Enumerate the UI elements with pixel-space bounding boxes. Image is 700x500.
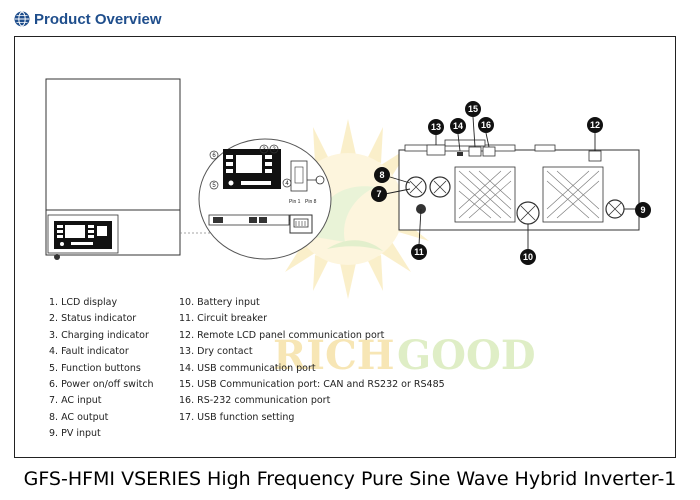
callout-9: 9	[640, 205, 645, 215]
watermark-text-good: GOOD	[397, 332, 536, 379]
legend-item: 16. RS-232 communication port	[179, 395, 331, 407]
inverter-front-view	[45, 78, 210, 260]
legend-item: 10. Battery input	[179, 297, 260, 308]
legend-item: 9. PV input	[49, 428, 101, 440]
legend-item: 11. Circuit breaker	[179, 313, 268, 325]
legend-item: 2. Status indicator	[49, 313, 137, 325]
legend-item: 5. Function buttons	[49, 362, 141, 374]
pin-label-8: Pin 8	[305, 199, 317, 205]
callout-8: 8	[379, 170, 384, 180]
legend-item: 15. USB Communication port: CAN and RS23…	[179, 378, 445, 390]
callout-15: 15	[468, 104, 478, 114]
callout-13: 13	[431, 122, 441, 132]
callout-11: 11	[414, 247, 424, 257]
callout-10: 10	[523, 252, 533, 262]
legend-item: 3. Charging indicator	[49, 329, 149, 341]
magnified-panel-bubble: Pin 1 Pin 8 6 3 2 4 5	[198, 138, 332, 260]
callout-6: 6	[212, 153, 216, 159]
legend-item: 4. Fault indicator	[49, 346, 129, 358]
callout-5: 5	[212, 183, 216, 189]
legend-item: 12. Remote LCD panel communication port	[179, 329, 385, 341]
legend-item: 8. AC output	[49, 411, 109, 423]
section-header: Product Overview	[14, 8, 162, 30]
callout-14: 14	[453, 121, 463, 131]
inverter-bottom-view	[384, 116, 640, 251]
inverter-diagram: RICH GOOD	[45, 78, 651, 379]
callout-2: 2	[272, 147, 276, 153]
legend-item: 14. USB communication port	[179, 362, 316, 374]
product-overview-figure: RICH GOOD	[14, 36, 676, 458]
product-caption: GFS-HFMI VSERIES High Frequency Pure Sin…	[23, 468, 677, 490]
callout-12: 12	[590, 120, 600, 130]
page-title: Product Overview	[34, 10, 162, 28]
pin-label-1: Pin 1	[289, 199, 301, 205]
callout-16: 16	[481, 120, 491, 130]
legend-item: 6. Power on/off switch	[49, 378, 154, 390]
legend-list-left: 1. LCD display 2. Status indicator 3. Ch…	[49, 295, 154, 443]
watermark-text-rich: RICH	[273, 332, 395, 379]
legend-list-right: 10. Battery input 11. Circuit breaker 12…	[179, 295, 445, 426]
main-callouts: 8 7 11 10 9 12 13 14 15 16	[371, 101, 651, 265]
legend-item: 7. AC input	[49, 395, 102, 407]
callout-4: 4	[285, 181, 289, 187]
legend-item: 13. Dry contact	[179, 346, 253, 358]
globe-icon	[14, 11, 30, 27]
callout-7: 7	[376, 189, 381, 199]
legend-item: 17. USB function setting	[179, 411, 295, 423]
legend-item: 1. LCD display	[49, 297, 118, 308]
callout-3: 3	[262, 147, 266, 153]
